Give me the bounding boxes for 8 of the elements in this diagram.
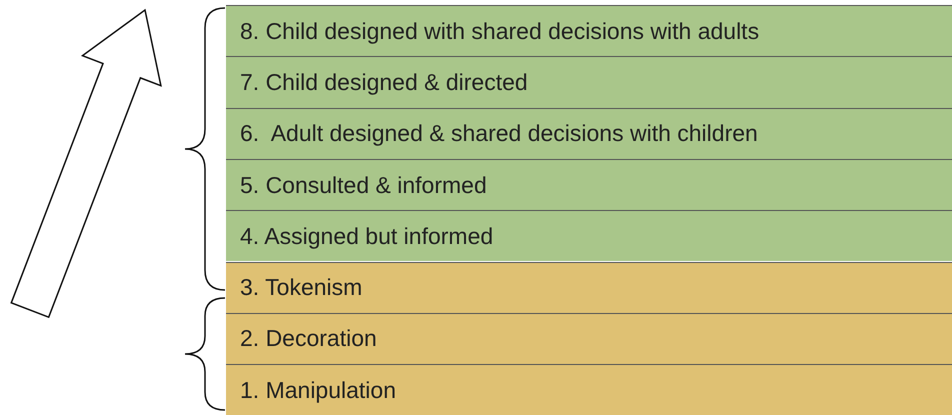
ladder-rung: 5. Consulted & informed	[226, 158, 952, 210]
ladder-rung: 4. Assigned but informed	[226, 210, 952, 262]
ladder-rung: 8. Child designed with shared decisions with adults	[226, 5, 952, 56]
ladder-rung: 3. Tokenism	[226, 262, 952, 313]
ladder-rung: 6. Adult designed & shared decisions with children	[226, 108, 952, 159]
ladder-rung: 7. Child designed & directed	[226, 56, 952, 108]
ladder-rung: 2. Decoration	[226, 312, 952, 364]
ladder-rung: 1. Manipulation	[226, 364, 952, 415]
